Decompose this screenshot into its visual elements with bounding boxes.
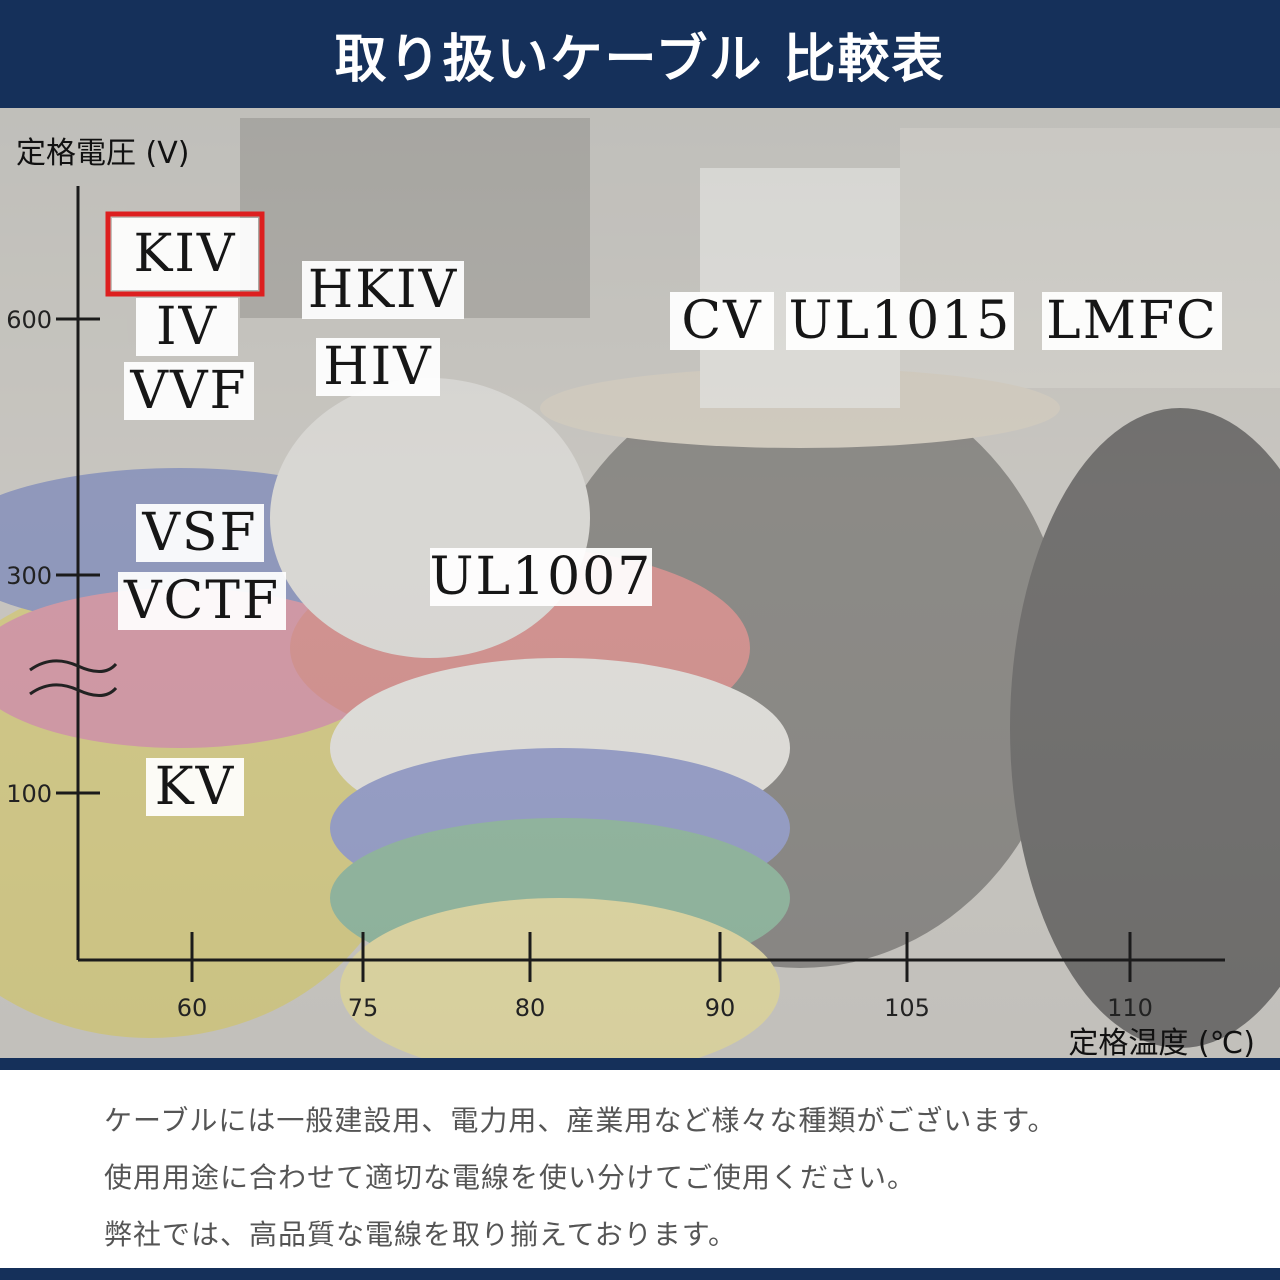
cable-label-cv: CV [670, 291, 774, 351]
description-line-2: 使用用途に合わせて適切な電線を使い分けてご使用ください。 [104, 1161, 917, 1194]
cable-label-vctf: VCTF [118, 571, 286, 631]
cable-label-text: IV [156, 297, 218, 357]
cable-label-lmfc: LMFC [1042, 291, 1222, 351]
bottom-bar [0, 1268, 1280, 1280]
axis-break-mark [29, 659, 118, 673]
cable-label-text: VCTF [123, 571, 280, 631]
cable-label-box [136, 298, 238, 356]
description-line-3: 弊社では、高品質な電線を取り揃えております。 [104, 1218, 737, 1251]
cable-label-vsf: VSF [136, 503, 264, 563]
divider-band [0, 1058, 1280, 1070]
cable-label-text: UL1015 [789, 291, 1012, 351]
y-tick-label: 600 [6, 306, 52, 334]
cable-label-iv: IV [136, 297, 238, 357]
x-tick-label: 105 [884, 994, 930, 1022]
y-tick-label: 300 [6, 562, 52, 590]
cable-label-hkiv: HKIV [302, 260, 464, 320]
cable-label-text: HKIV [308, 260, 458, 320]
x-axis-label: 定格温度 (℃) [1068, 1026, 1255, 1061]
y-axis-label: 定格電圧 (V) [16, 136, 189, 171]
cable-label-ul1007: UL1007 [430, 547, 653, 607]
header-banner: 取り扱いケーブル 比較表 [0, 0, 1280, 108]
cable-label-kiv: KIV [105, 211, 265, 297]
cable-label-box [786, 292, 1014, 350]
cable-label-text: KV [155, 757, 235, 817]
description-panel: ケーブルには一般建設用、電力用、産業用など様々な種類がございます。 使用用途に合… [0, 1070, 1280, 1268]
cable-label-text: VVF [129, 361, 247, 421]
cable-label-text: VSF [141, 503, 257, 563]
y-axis-break [29, 659, 118, 697]
x-tick-label: 80 [515, 994, 546, 1022]
cable-label-hiv: HIV [316, 337, 440, 397]
cable-label-box [136, 504, 264, 562]
y-tick-label: 100 [6, 780, 52, 808]
description-line-1: ケーブルには一般建設用、電力用、産業用など様々な種類がございます。 [104, 1104, 1057, 1137]
cable-label-box [1042, 292, 1222, 350]
x-tick-label: 60 [177, 994, 208, 1022]
x-tick-label: 90 [705, 994, 736, 1022]
cable-label-box [124, 362, 254, 420]
x-tick-label: 110 [1107, 994, 1153, 1022]
cable-label-box [302, 261, 464, 319]
cable-label-text: UL1007 [430, 547, 653, 607]
cable-label-box [670, 292, 774, 350]
highlight-frame [105, 211, 265, 297]
cable-label-box [146, 758, 244, 816]
cable-label-text: HIV [323, 337, 432, 397]
cable-label-box [112, 218, 258, 290]
x-tick-label: 75 [348, 994, 379, 1022]
page-title: 取り扱いケーブル 比較表 [334, 29, 946, 90]
cable-label-ul1015: UL1015 [786, 291, 1014, 351]
axes-layer: 定格電圧 (V) 定格温度 (℃) 100 300 600 60 75 80 90 105 110 [6, 136, 1255, 1061]
cable-label-box [316, 338, 440, 396]
cable-label-vvf: VVF [124, 361, 254, 421]
cable-label-kv: KV [146, 757, 244, 817]
cable-label-box [118, 572, 286, 630]
cable-label-box [430, 548, 652, 606]
axis-break-mark [29, 683, 118, 697]
cable-label-text: CV [681, 291, 762, 351]
cable-label-text: LMFC [1046, 291, 1218, 351]
cable-label-text: KIV [134, 224, 237, 284]
